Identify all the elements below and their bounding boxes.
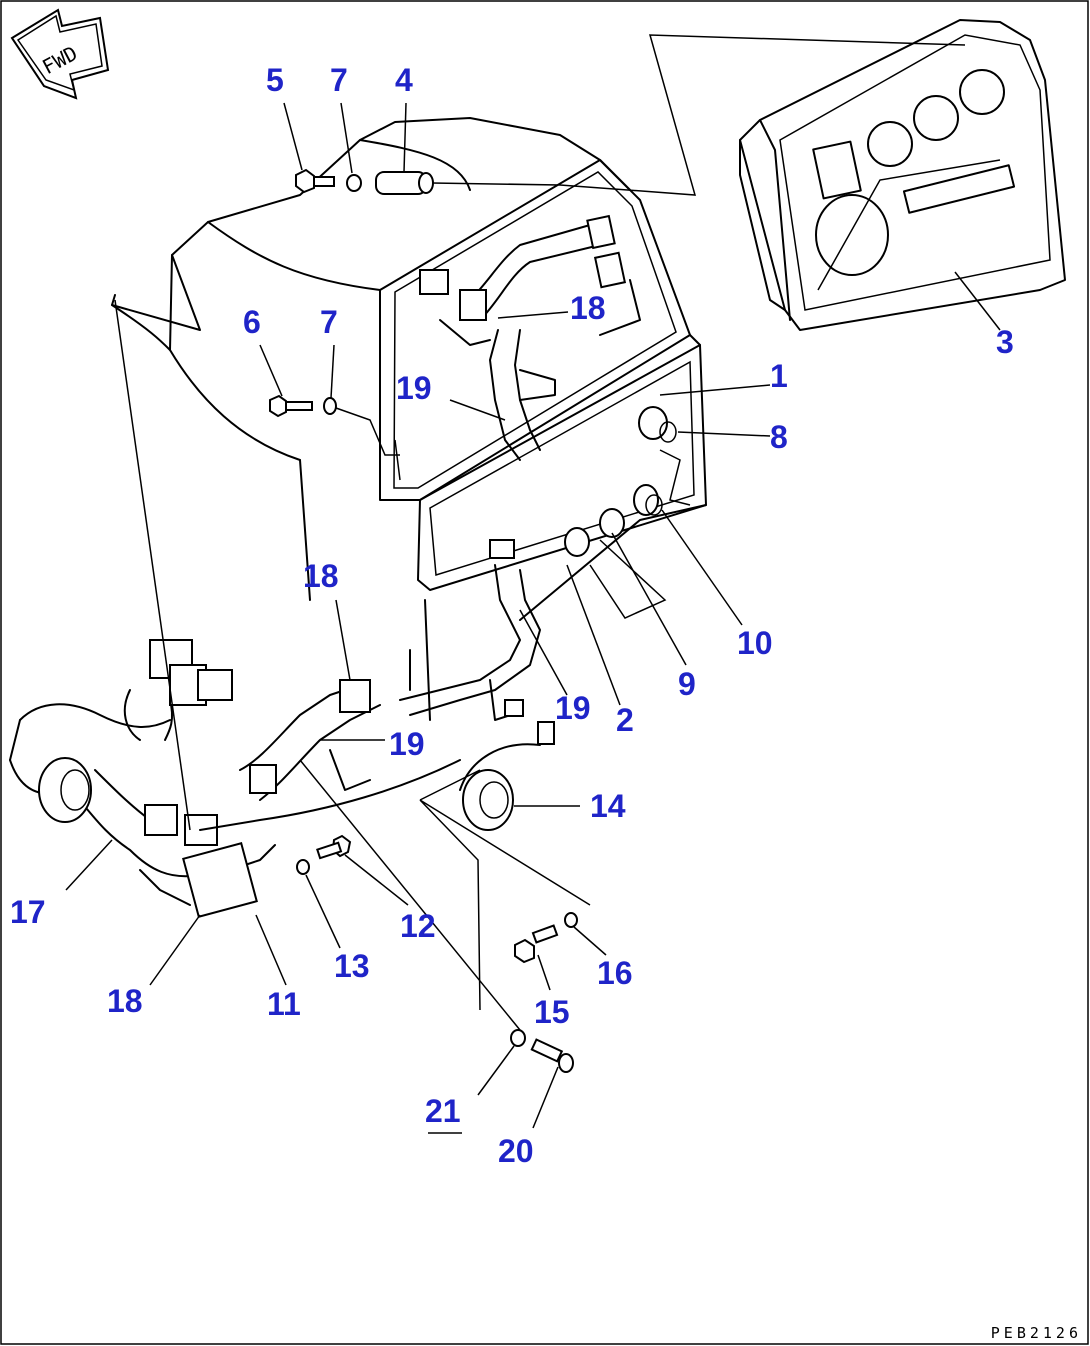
washer-7-mid-icon: [323, 397, 337, 415]
callout-leaders: [65, 102, 1001, 1129]
bolt-20-icon: [530, 1038, 574, 1073]
gauge-cluster: [739, 19, 1066, 331]
callout-18: 18: [570, 290, 606, 326]
washer-16-icon: [564, 912, 578, 928]
callout-18: 18: [107, 983, 143, 1019]
switch-8-icon: [638, 406, 677, 443]
callout-14: 14: [590, 788, 626, 824]
bolt-5-icon: [295, 168, 335, 194]
callout-9: 9: [678, 666, 696, 702]
spacer-4-icon: [375, 171, 434, 195]
callout-17: 17: [10, 894, 46, 930]
callout-8: 8: [770, 419, 788, 455]
buzzer-14-icon: [462, 769, 514, 831]
callout-19: 19: [396, 370, 432, 406]
callout-15: 15: [534, 994, 570, 1030]
callout-18: 18: [303, 558, 339, 594]
bolt-12-icon: [316, 834, 352, 860]
callout-7: 7: [330, 62, 348, 98]
callout-13: 13: [334, 948, 370, 984]
washer-13-icon: [296, 859, 310, 875]
callout-7: 7: [320, 304, 338, 340]
callout-11: 11: [267, 986, 301, 1022]
callout-19: 19: [555, 690, 591, 726]
callout-1: 1: [770, 358, 788, 394]
bolt-6-icon: [269, 394, 313, 418]
callout-21: 21: [425, 1093, 461, 1129]
callout-2: 2: [616, 702, 634, 738]
lower-wire-harness: [9, 299, 521, 1031]
callout-5: 5: [266, 62, 284, 98]
washer-7-top-icon: [346, 174, 362, 192]
callout-20: 20: [498, 1133, 534, 1169]
bolt-15-icon: [514, 924, 559, 964]
switch-9-icon: [599, 508, 625, 538]
callout-16: 16: [597, 955, 633, 991]
callout-10: 10: [737, 625, 773, 661]
fwd-arrow-icon: FWD: [10, 8, 110, 100]
callout-6: 6: [243, 304, 261, 340]
callout-3: 3: [996, 324, 1014, 360]
callout-19: 19: [389, 726, 425, 762]
upper-wire-harness: [419, 214, 641, 461]
dashboard-panel: [111, 34, 966, 721]
switch-2-icon: [564, 527, 590, 557]
center-wire-harness: [399, 539, 555, 791]
callout-4: 4: [395, 62, 413, 98]
drawing-code: PEB2126: [990, 1324, 1082, 1342]
washer-21-icon: [510, 1029, 526, 1047]
callout-12: 12: [400, 908, 436, 944]
switch-10-icon: [633, 484, 663, 516]
